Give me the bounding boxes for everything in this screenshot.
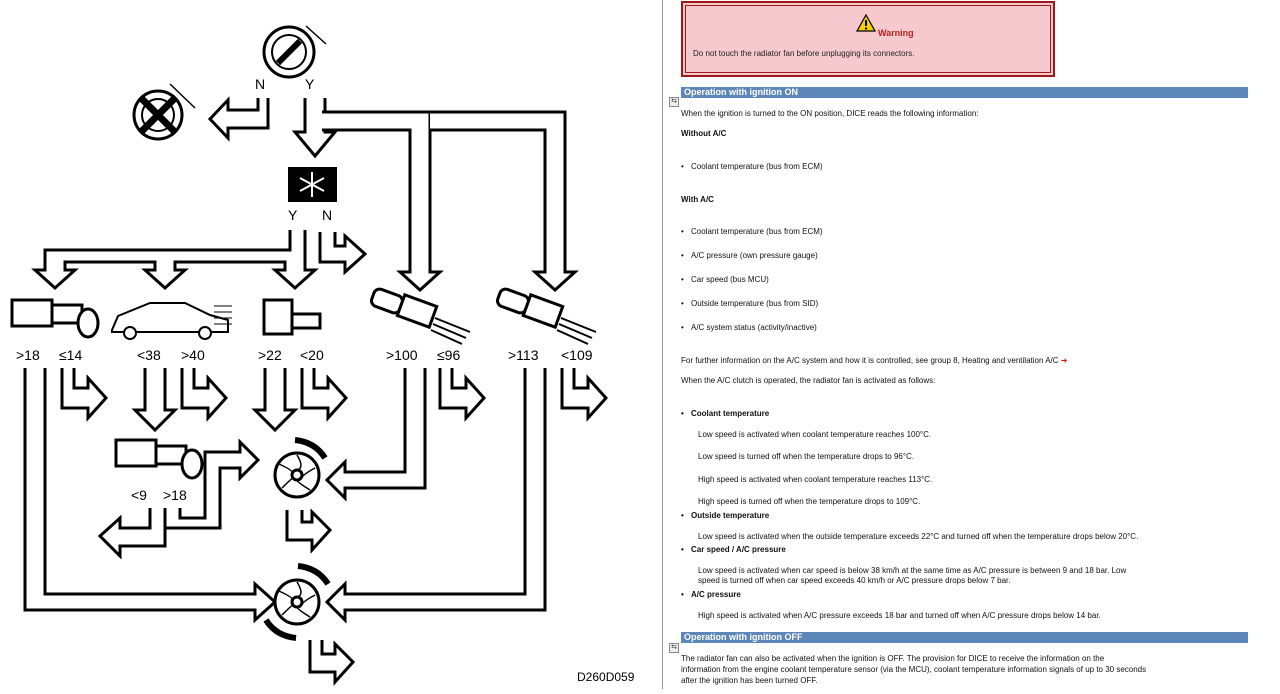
pane-divider[interactable] — [662, 0, 663, 689]
coolant-sensor-icon — [10, 298, 100, 339]
threshold-label: ≤14 — [59, 347, 83, 363]
link-arrow-icon[interactable]: ➜ — [1060, 356, 1068, 365]
condition-line: High speed is turned off when the temper… — [698, 497, 921, 506]
threshold-label: >18 — [163, 487, 187, 503]
temp-sensor-icon — [370, 287, 471, 345]
threshold-label: <109 — [561, 347, 593, 363]
warning-box: Warning Do not touch the radiator fan be… — [681, 1, 1055, 77]
fan-intro-text: When the A/C clutch is operated, the rad… — [681, 376, 936, 385]
flow-diagram-graphic — [10, 25, 609, 686]
list-item: •Coolant temperature (bus from ECM) — [681, 227, 823, 236]
more-info-text[interactable]: For further information on the A/C syste… — [681, 356, 1068, 365]
threshold-label: >22 — [258, 347, 282, 363]
threshold-label: >100 — [386, 347, 418, 363]
condition-line: speed is turned off when car speed excee… — [698, 576, 1011, 585]
section-header-ignition-off: Operation with ignition OFF — [681, 632, 1248, 643]
ac-yes-label: Y — [288, 207, 298, 223]
subheading-without-ac: Without A/C — [681, 129, 727, 138]
condition-heading: •Car speed / A/C pressure — [681, 545, 786, 554]
threshold-label: <38 — [137, 347, 161, 363]
threshold-label: >113 — [508, 347, 539, 363]
condition-line: Low speed is activated when car speed is… — [698, 566, 1127, 575]
list-item: •A/C pressure (own pressure gauge) — [681, 251, 818, 260]
ac-no-label: N — [322, 207, 333, 223]
threshold-label: <9 — [131, 487, 147, 503]
section-marker-icon[interactable]: ⇆ — [669, 97, 679, 107]
figure-code: D260D059 — [577, 670, 635, 684]
warning-icon — [856, 14, 876, 32]
condition-line: Low speed is turned off when the tempera… — [698, 452, 915, 461]
temp-sensor-icon-2 — [496, 287, 597, 345]
list-item: •Outside temperature (bus from SID) — [681, 299, 819, 308]
fan-high-icon — [263, 563, 331, 641]
car-icon — [111, 302, 232, 340]
list-item: •Car speed (bus MCU) — [681, 275, 769, 284]
condition-line: Low speed is activated when the outside … — [698, 532, 1139, 541]
fan-low-icon — [273, 437, 328, 499]
ignition-off-icon — [132, 89, 184, 141]
condition-heading: •Coolant temperature — [681, 409, 770, 418]
condition-line: High speed is activated when A/C pressur… — [698, 611, 1101, 620]
list-item: •Coolant temperature (bus from ECM) — [681, 162, 823, 171]
ignition-off-line: The radiator fan can also be activated w… — [681, 654, 1105, 663]
intro-text: When the ignition is turned to the ON po… — [681, 109, 979, 118]
section-marker-icon[interactable]: ⇆ — [669, 643, 679, 653]
list-item: •A/C system status (activity/inactive) — [681, 323, 817, 332]
condition-heading: •A/C pressure — [681, 590, 741, 599]
ignition-yes-label: Y — [305, 76, 315, 92]
ignition-off-line: information from the engine coolant temp… — [681, 665, 1147, 674]
condition-heading: •Outside temperature — [681, 511, 770, 520]
warning-text: Do not touch the radiator fan before unp… — [693, 49, 915, 58]
section-header-ignition-on: Operation with ignition ON — [681, 87, 1248, 98]
threshold-label: <20 — [300, 347, 324, 363]
flow-diagram: N Y Y N >18 ≤14 <38 >40 >22 <20 >100 ≤96… — [10, 25, 635, 686]
condition-line: Low speed is activated when coolant temp… — [698, 430, 932, 439]
condition-line: High speed is activated when coolant tem… — [698, 475, 933, 484]
pressure-sensor-icon — [114, 438, 204, 480]
warning-title: Warning — [878, 28, 914, 38]
threshold-label: >18 — [16, 347, 40, 363]
ignition-no-label: N — [255, 76, 266, 92]
subheading-with-ac: With A/C — [681, 195, 714, 204]
threshold-label: >40 — [181, 347, 205, 363]
document-pane: Warning Do not touch the radiator fan be… — [663, 0, 1280, 689]
ignition-off-line: after the ignition has been turned OFF. — [681, 676, 818, 685]
threshold-label: ≤96 — [437, 347, 461, 363]
outside-temp-sensor-icon — [262, 298, 322, 336]
